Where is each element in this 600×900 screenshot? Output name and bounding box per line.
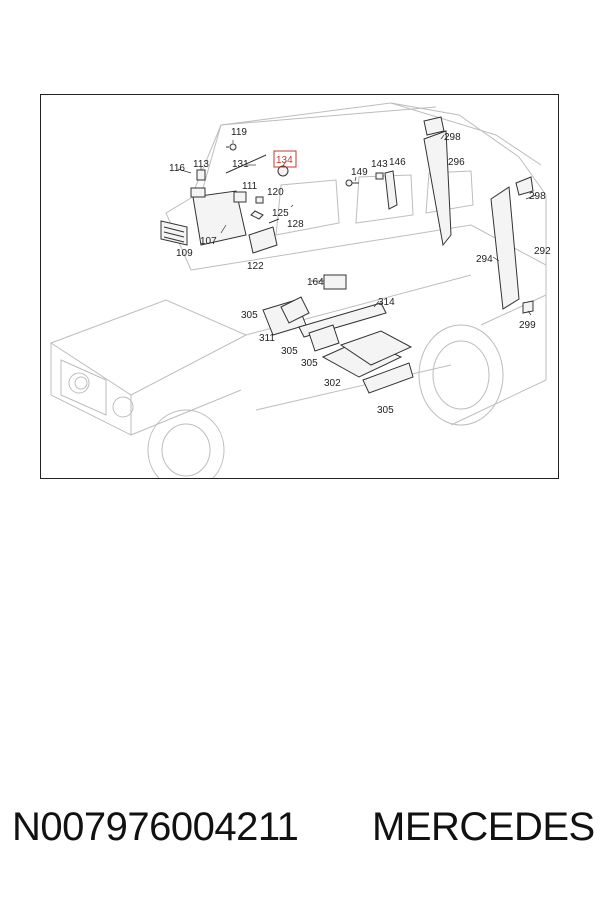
callout-298-upper: 298 [444,132,461,143]
callout-149: 149 [351,167,368,178]
callout-128: 128 [287,219,304,230]
callout-134: 134 [276,155,293,166]
callout-298-lower: 298 [529,191,546,202]
callout-120: 120 [267,187,284,198]
callout-305-d: 305 [377,405,394,416]
part-number-text: N007976004211 [12,805,299,849]
callout-111: 111 [242,181,258,192]
callout-299: 299 [519,320,536,331]
callout-122: 122 [247,261,264,272]
mirror-122-part [248,226,278,254]
callout-119: 119 [231,127,247,138]
callout-305-b: 305 [281,346,298,357]
callout-109: 109 [176,248,193,259]
vent-109-part [160,220,188,246]
callout-131: 131 [232,159,249,170]
floor-trim-314-part [298,302,387,338]
switch-164-part [323,274,347,290]
vehicle-parts-diagram: 119 116 113 131 134 111 120 125 128 107 … [49,102,551,478]
callout-125: 125 [272,208,289,219]
cable-131-part [225,154,267,174]
callout-302: 302 [324,378,341,389]
callout-296: 296 [448,157,465,168]
callout-labels: 119 116 113 131 134 111 120 125 128 107 … [169,127,551,416]
parts-diagram-frame: 119 116 113 131 134 111 120 125 128 107 … [40,94,559,479]
screw-119-part [229,143,237,151]
footer: N007976004211 MERCEDES [0,805,600,865]
callout-143: 143 [371,159,388,170]
parts-drawings [160,116,534,394]
callout-305-a: 305 [241,310,258,321]
callout-314: 314 [378,297,395,308]
callout-146: 146 [389,157,406,168]
callout-113: 113 [193,159,209,170]
vehicle-outline [49,102,547,478]
callout-294: 294 [476,254,493,265]
highlight-box-134 [273,150,297,168]
callout-305-c: 305 [301,358,318,369]
hinge-113-part [196,169,206,181]
callout-311: 311 [259,333,275,344]
callout-107: 107 [200,236,217,247]
clip-111-part [233,191,247,203]
callout-116: 116 [169,163,185,174]
sun-visor-part [192,190,247,246]
leader-lines [177,134,537,316]
rear-trim-292-part [490,186,520,310]
callout-164: 164 [307,277,324,288]
pillar-trim-296-part [423,130,452,247]
callout-292: 292 [534,246,551,257]
brand-text: MERCEDES [372,805,595,849]
